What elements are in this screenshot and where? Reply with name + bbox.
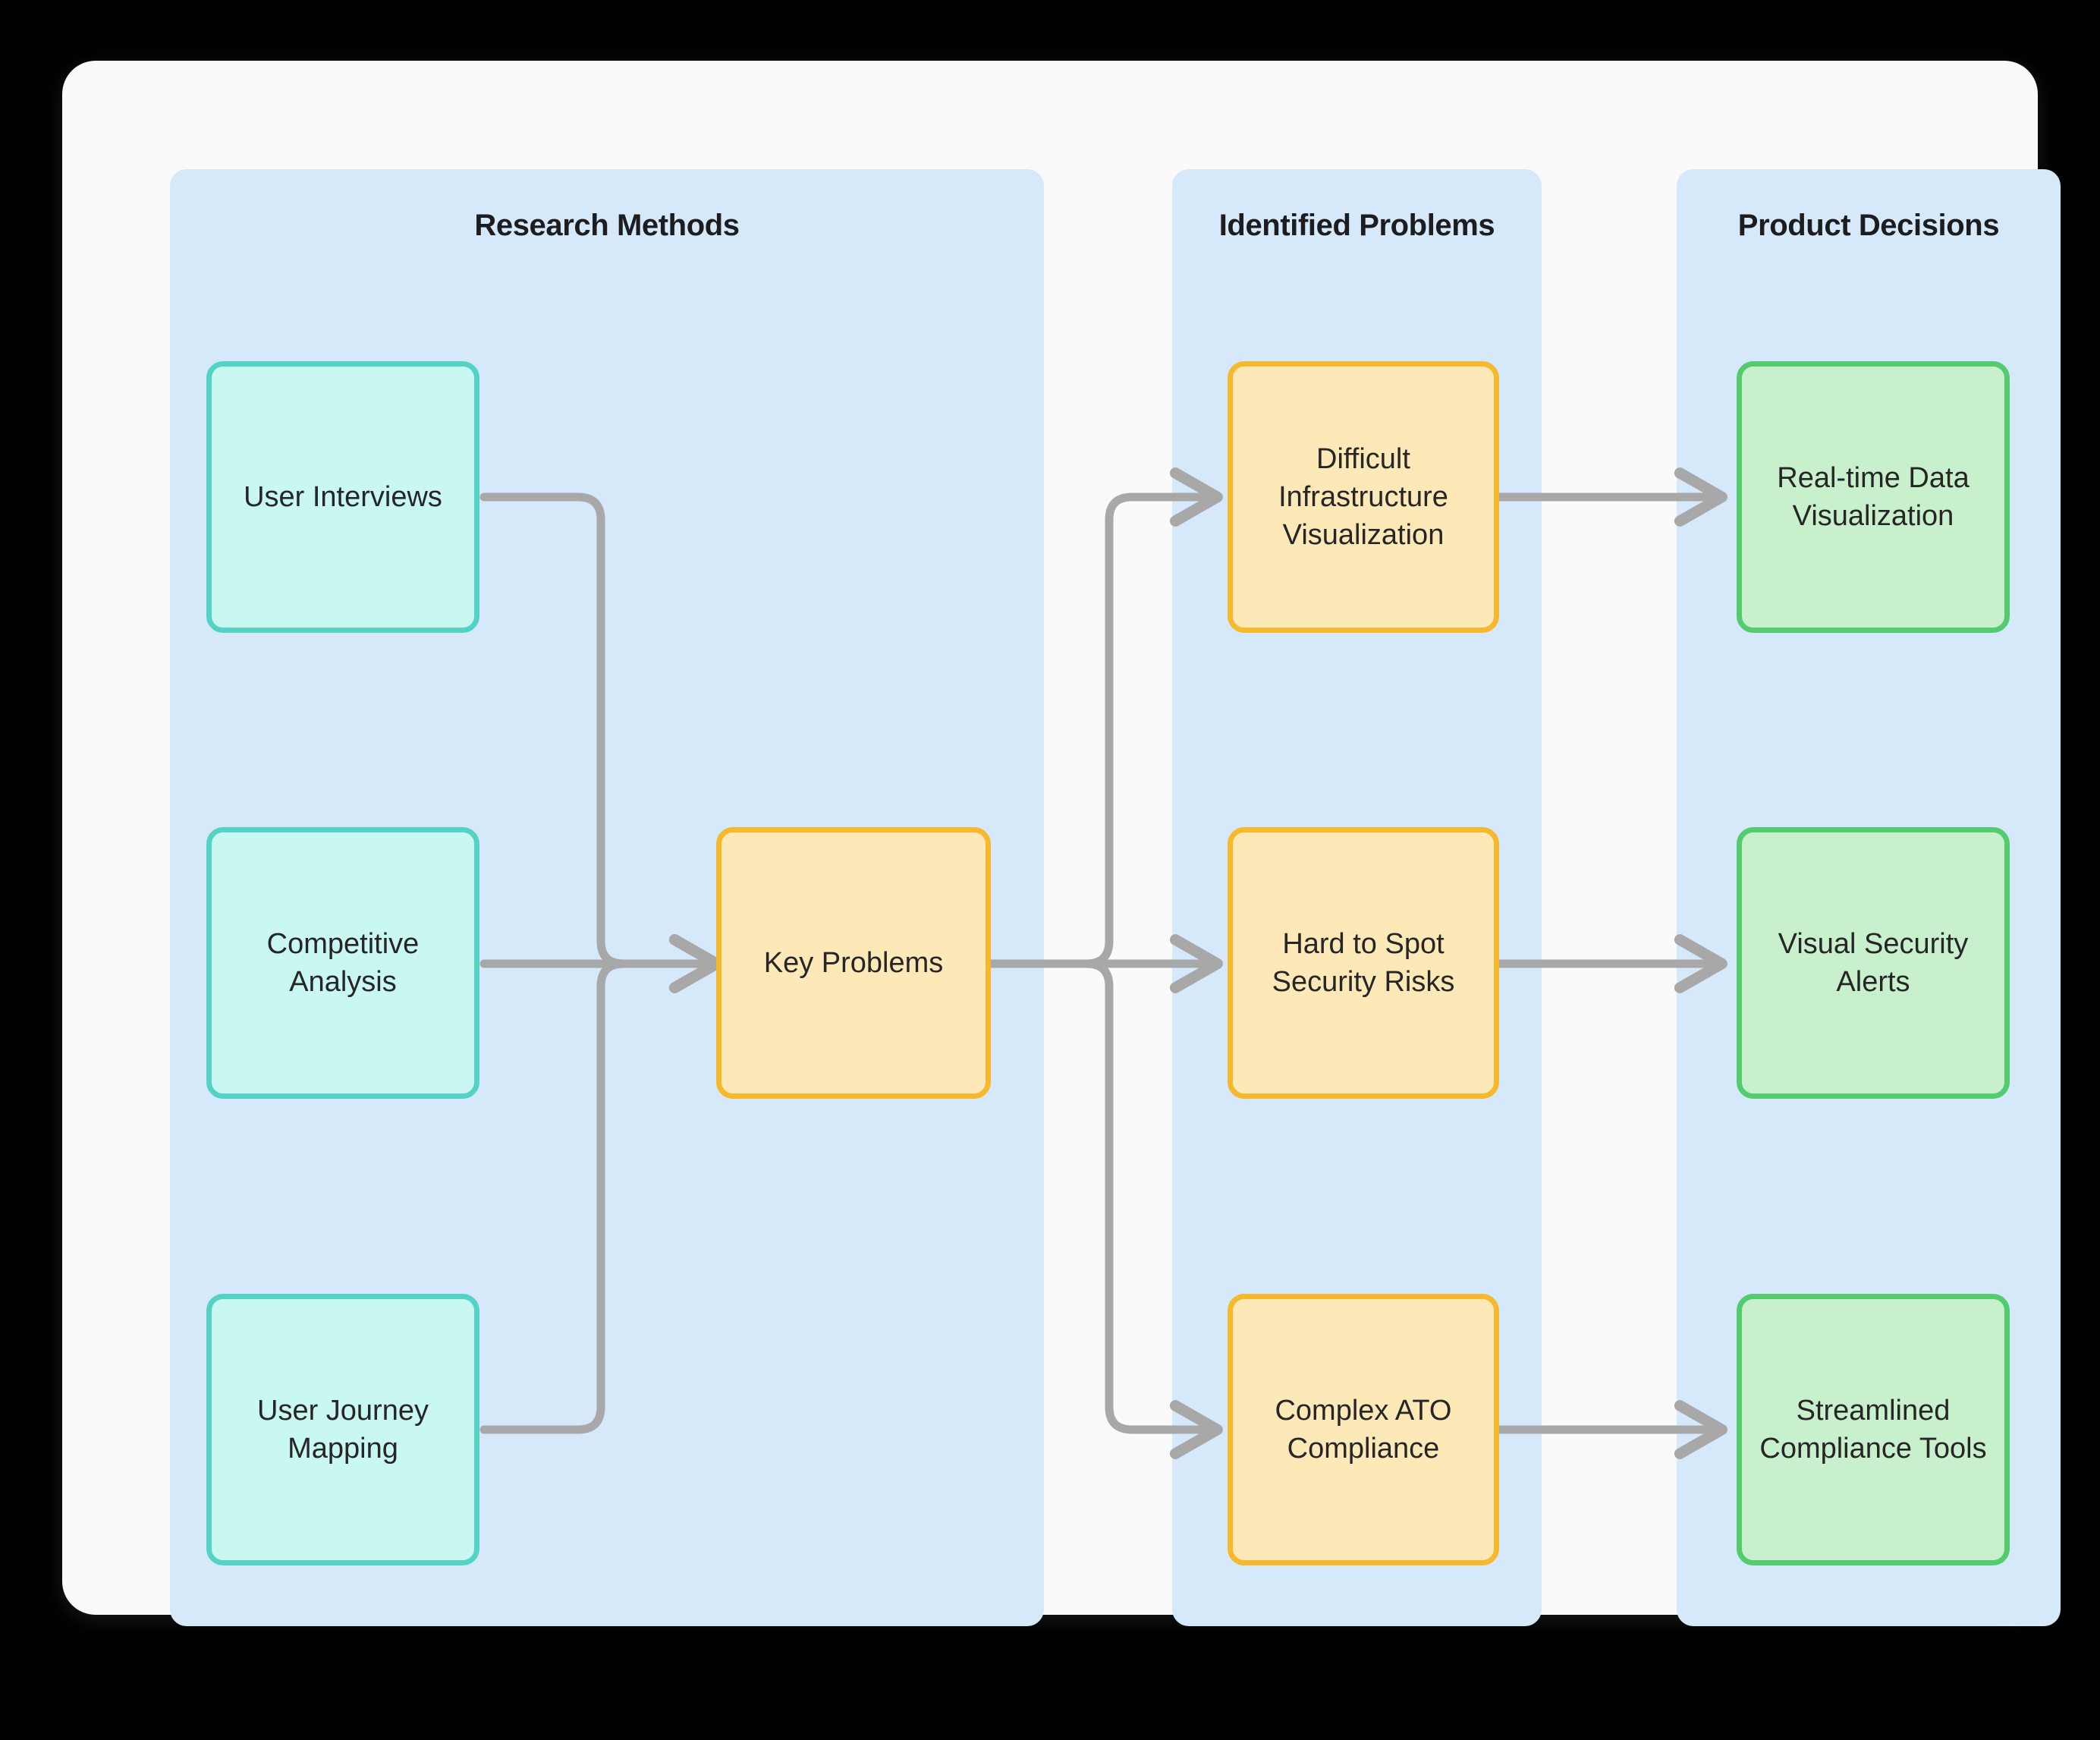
node-user-interviews[interactable]: User Interviews [206,361,479,633]
node-visual-security-alerts[interactable]: Visual Security Alerts [1737,827,2010,1099]
node-key-problems[interactable]: Key Problems [716,827,991,1099]
node-complex-ato-compliance[interactable]: Complex ATO Compliance [1228,1294,1499,1565]
diagram-card: Research Methods Identified Problems Pro… [62,61,2061,1626]
node-competitive-analysis[interactable]: Competitive Analysis [206,827,479,1099]
panel-title-identified-problems: Identified Problems [1218,209,1495,242]
diagram-canvas: Research Methods Identified Problems Pro… [62,61,2061,1626]
node-streamlined-compliance-tools[interactable]: Streamlined Compliance Tools [1737,1294,2010,1565]
node-real-time-data-visualization[interactable]: Real-time Data Visualization [1737,361,2010,633]
panel-title-product-decisions: Product Decisions [1737,209,2000,242]
node-label: Visual Security Alerts [1778,927,1969,998]
node-label: Complex ATO Compliance [1275,1394,1452,1465]
node-label: Real-time Data Visualization [1777,461,1970,532]
node-user-journey-mapping[interactable]: User Journey Mapping [206,1294,479,1565]
node-label: Hard to Spot Security Risks [1272,927,1455,998]
node-label: User Journey Mapping [257,1394,429,1465]
node-label: Competitive Analysis [266,927,420,998]
node-label: Key Problems [763,946,944,979]
node-label: User Interviews [244,480,442,513]
node-label: Streamlined Compliance Tools [1759,1394,1987,1465]
panel-title-research-methods: Research Methods [474,209,740,242]
node-label: Difficult Infrastructure Visualization [1278,442,1448,552]
node-difficult-infrastructure-visualization[interactable]: Difficult Infrastructure Visualization [1228,361,1499,633]
node-hard-to-spot-security-risks[interactable]: Hard to Spot Security Risks [1228,827,1499,1099]
